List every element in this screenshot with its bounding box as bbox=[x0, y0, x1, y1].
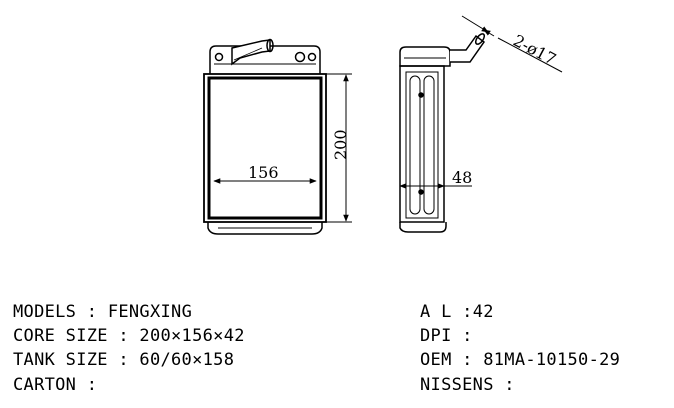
front-view bbox=[203, 38, 327, 235]
height-label: 200 bbox=[331, 129, 350, 160]
spec-label: NISSENS : bbox=[420, 375, 526, 395]
spec-core-size: CORE SIZE : 200×156×42 bbox=[13, 324, 245, 348]
heater-core-drawing: 156 200 48 2-ø17 bbox=[203, 15, 563, 235]
depth-label: 48 bbox=[452, 168, 472, 187]
width-label: 156 bbox=[248, 163, 279, 182]
side-view bbox=[399, 33, 486, 233]
height-dimension bbox=[322, 73, 352, 223]
spec-label: MODELS : bbox=[13, 302, 108, 322]
spec-value: 81MA-10150-29 bbox=[483, 350, 621, 370]
spec-label: DPI : bbox=[420, 326, 484, 346]
spec-value: FENGXING bbox=[107, 302, 193, 322]
spec-value: 60/60×158 bbox=[139, 350, 235, 370]
spec-value: 42 bbox=[472, 302, 494, 322]
spec-value: 200×156×42 bbox=[139, 326, 245, 346]
spec-label: OEM : bbox=[420, 350, 484, 370]
spec-label: CORE SIZE : bbox=[13, 326, 140, 346]
spec-al: A L :42 bbox=[420, 300, 494, 324]
spec-label: TANK SIZE : bbox=[13, 350, 140, 370]
spec-dpi: DPI : bbox=[420, 324, 483, 348]
spec-models: MODELS : FENGXING bbox=[13, 300, 192, 324]
spec-label: A L : bbox=[420, 302, 473, 322]
pipe-leader bbox=[461, 15, 563, 73]
inlet-pipe bbox=[231, 38, 274, 66]
spec-label: CARTON : bbox=[13, 375, 108, 395]
spec-carton: CARTON : bbox=[13, 373, 108, 397]
outlet-pipe bbox=[450, 33, 486, 63]
spec-tank-size: TANK SIZE : 60/60×158 bbox=[13, 348, 234, 372]
spec-nissens: NISSENS : bbox=[420, 373, 525, 397]
spec-oem: OEM : 81MA-10150-29 bbox=[420, 348, 620, 372]
pipe-diameter-label: 2-ø17 bbox=[510, 31, 559, 69]
